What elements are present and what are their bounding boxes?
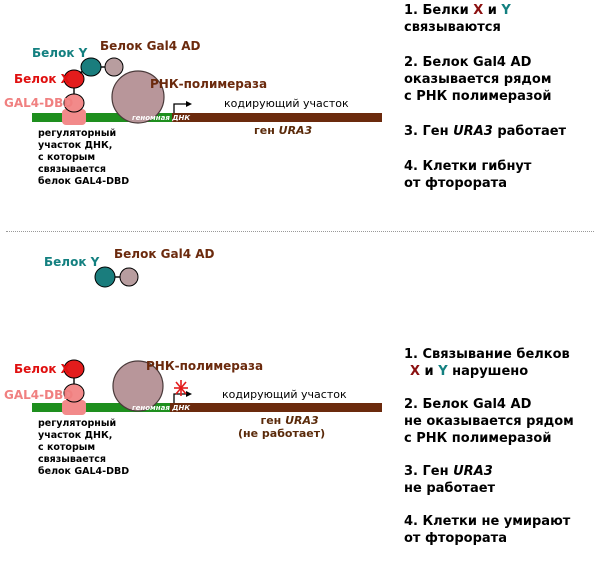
bottom-regulatory-line: участок ДНК, <box>38 430 113 441</box>
top-steps: 1. Белки X и Y связываются 2. Белок Gal4… <box>404 2 566 192</box>
bottom-start-arrow <box>173 393 186 403</box>
top-step-3: 3. Ген URA3 работает <box>404 124 567 139</box>
bottom-step-3: 3. Ген URA3 не работает <box>404 464 496 496</box>
middle-protein-y <box>94 266 116 288</box>
top-label-rna-polymerase: РНК-полимераза <box>150 77 268 91</box>
top-gene-prefix: ген <box>254 124 279 137</box>
top-start-arrow-head <box>186 101 192 107</box>
bottom-regulatory-line: белок GAL4-DBD <box>38 466 130 477</box>
top-regulatory-line: связывается <box>38 164 106 175</box>
top-label-gal4-ad: Белок Gal4 AD <box>100 39 201 53</box>
middle-label-gal4-ad: Белок Gal4 AD <box>114 247 215 261</box>
bottom-rna-polymerase <box>112 360 164 412</box>
bottom-regulatory-note: регуляторный участок ДНК, с которым связ… <box>38 418 129 478</box>
bottom-gene-name: URA3 <box>285 414 319 427</box>
bottom-gal4-dbd-box <box>62 400 86 415</box>
top-label-coding-region: кодирующий участок <box>224 97 349 110</box>
bottom-blocked-mark <box>174 380 188 396</box>
bottom-gene-prefix: ген <box>260 414 286 427</box>
bottom-label-gene: ген URA3 (не работает) <box>238 414 325 440</box>
bottom-regulatory-line: регуляторный <box>38 418 117 429</box>
bottom-gene-status: (не работает) <box>238 427 326 440</box>
top-rna-polymerase <box>111 70 165 124</box>
bottom-regulatory-line: с которым <box>38 442 96 453</box>
top-label-gene: ген URA3 <box>254 124 312 137</box>
bottom-step-4: 4. Клетки не умирают от фторората <box>404 514 571 546</box>
middle-panel-graphics <box>94 266 139 288</box>
top-protein-x <box>63 69 85 89</box>
bottom-protein-x <box>63 359 85 379</box>
top-gene-dna <box>172 113 382 122</box>
top-regulatory-line: белок GAL4-DBD <box>38 176 130 187</box>
top-label-genomic-dna: геномная ДНК <box>132 114 191 122</box>
bottom-panel-graphics <box>32 359 382 415</box>
bottom-steps: 1. Связывание белков X и Y нарушено 2. Б… <box>404 346 574 547</box>
top-panel-graphics <box>32 57 382 125</box>
top-regulatory-line: с которым <box>38 152 96 163</box>
top-step-1: 1. Белки X и Y связываются <box>404 3 511 35</box>
top-step-4: 4. Клетки гибнут от фторората <box>404 159 532 191</box>
top-regulatory-line: участок ДНК, <box>38 140 113 151</box>
top-label-protein-x: Белок X <box>14 72 70 86</box>
top-gal4-ad <box>104 57 124 77</box>
top-gal4-dbd-box <box>62 109 86 125</box>
middle-gal4-ad <box>119 267 139 287</box>
top-regulatory-note: регуляторный участок ДНК, с которым связ… <box>38 128 129 188</box>
top-step-2: 2. Белок Gal4 AD оказывается рядом с РНК… <box>404 55 552 104</box>
bottom-regulatory-line: связывается <box>38 454 106 465</box>
bottom-label-protein-x: Белок X <box>14 362 70 376</box>
bottom-label-rna-polymerase: РНК-полимераза <box>146 359 264 373</box>
middle-label-protein-y: Белок Y <box>44 255 100 269</box>
top-protein-y <box>80 57 102 77</box>
top-label-gal4-dbd: GAL4-DBD <box>4 96 74 110</box>
section-divider <box>6 231 594 232</box>
bottom-label-gal4-dbd: GAL4-DBD <box>4 388 74 402</box>
bottom-step-1: 1. Связывание белков X и Y нарушено <box>404 347 570 379</box>
top-regulatory-dna <box>32 113 172 122</box>
bottom-start-arrow-head <box>186 391 192 397</box>
bottom-regulatory-dna <box>32 403 170 412</box>
top-gene-name: URA3 <box>278 124 313 137</box>
bottom-label-coding-region: кодирующий участок <box>222 388 347 401</box>
top-start-arrow <box>173 103 186 113</box>
top-label-protein-y: Белок Y <box>32 46 88 60</box>
top-regulatory-line: регуляторный <box>38 128 117 139</box>
bottom-step-2: 2. Белок Gal4 AD не оказывается рядом с … <box>404 397 574 446</box>
bottom-gene-dna <box>170 403 382 412</box>
bottom-label-genomic-dna: геномная ДНК <box>132 404 191 412</box>
